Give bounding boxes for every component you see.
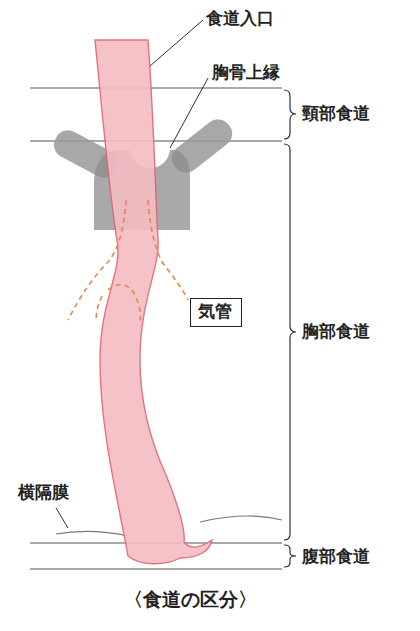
box-text: 気管 bbox=[198, 301, 234, 321]
section-label: 腹部食道 bbox=[302, 546, 370, 566]
diaphragm-label: 横隔膜 bbox=[18, 482, 69, 502]
sternum-label: 胸骨上縁 bbox=[212, 62, 280, 82]
section-brackets bbox=[284, 90, 296, 567]
label-box: 気管 bbox=[190, 298, 242, 327]
caption: 〈食道の区分〉 bbox=[124, 588, 257, 611]
trachea bbox=[68, 200, 188, 322]
section-label: 胸部食道 bbox=[302, 321, 370, 341]
entrance-label: 食道入口 bbox=[206, 8, 274, 28]
leader-lines bbox=[56, 20, 208, 528]
section-label: 頸部食道 bbox=[302, 103, 370, 123]
